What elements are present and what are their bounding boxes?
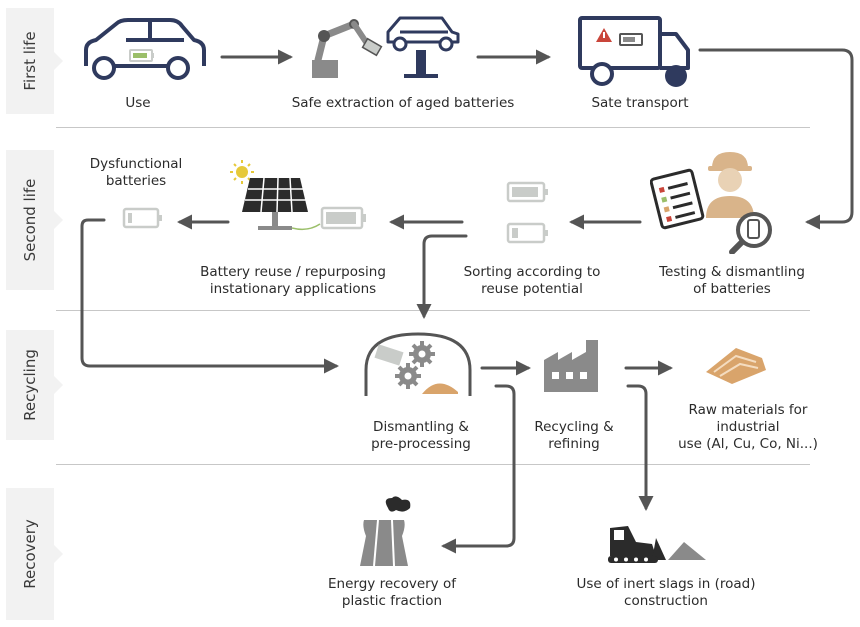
battery-pair-icon [506,181,548,244]
label-energy-recovery: Energy recovery of plastic fraction [304,576,480,610]
factory-icon [544,340,598,392]
label-inert-slags-line2: construction [624,593,708,609]
arrow-sorting-to-dismantling [416,234,468,319]
checklist-worker-magnifier-icon [650,152,772,254]
stage-notch-recycling [54,376,63,394]
stage-notch-recovery [54,545,63,563]
label-raw-materials-line1: Raw materials for [688,402,808,418]
label-raw-materials-line2: industrial [716,419,780,435]
label-inert-slags: Use of inert slags in (road) constructio… [556,576,776,610]
label-dismantling-line1: Dismantling & [373,419,469,435]
label-testing: Testing & dismantling of batteries [638,264,826,298]
label-testing-line2: of batteries [693,281,771,297]
separator-second-recycling [56,310,810,311]
stage-tab-second-life: Second life [6,150,54,290]
label-sorting: Sorting according to reuse potential [446,264,618,298]
stage-tab-recovery: Recovery [6,488,54,620]
stage-tab-first-life: First life [6,8,54,114]
arrow-dysfunctional-to-dismantling [80,218,339,374]
label-use-text: Use [125,95,151,111]
arrow-transport-to-testing [698,48,854,230]
gears-dome-icon [364,332,472,396]
label-dysfunctional-line1: Dysfunctional [89,156,183,172]
label-safe-extraction-text: Safe extraction of aged batteries [291,95,515,111]
separator-first-second [56,127,810,128]
stage-notch-first-life [54,52,63,70]
truck-warning-icon [578,16,690,87]
bulldozer-icon [608,526,706,563]
arrow-recycling-to-slags [626,384,654,511]
label-energy-recovery-line1: Energy recovery of [328,576,456,592]
label-testing-line1: Testing & dismantling [659,264,805,280]
arrow-dismantling-to-energy [441,384,516,554]
material-pile-icon [706,348,766,384]
label-sorting-line1: Sorting according to [463,264,601,280]
label-inert-slags-line1: Use of inert slags in (road) [576,576,756,592]
label-recycling-refining: Recycling & refining [516,419,632,453]
label-recycling-refining-line2: refining [548,436,600,452]
label-raw-materials: Raw materials for industrial use (Al, Cu… [656,402,840,453]
label-recycling-refining-line1: Recycling & [534,419,614,435]
cooling-tower-icon [360,496,411,567]
stage-notch-second-life [54,211,63,229]
label-battery-reuse: Battery reuse / repurposing instationary… [182,264,404,298]
label-raw-materials-line3: use (Al, Cu, Co, Ni...) [678,436,818,452]
label-use: Use [98,95,178,112]
separator-recycling-recovery [56,464,810,465]
label-sorting-line2: reuse potential [481,281,583,297]
label-battery-reuse-line2: instationary applications [209,281,377,297]
car-icon [84,18,206,80]
stage-tab-recycling: Recycling [6,330,54,440]
label-battery-reuse-line1: Battery reuse / repurposing [200,264,386,280]
empty-battery-icon [122,207,162,229]
label-energy-recovery-line2: plastic fraction [341,593,443,609]
label-dysfunctional: Dysfunctional batteries [74,156,198,190]
robot-arm-lift-icon [312,16,460,78]
label-safe-extraction: Safe extraction of aged batteries [278,95,528,112]
label-dismantling-line2: pre-processing [371,436,471,452]
label-dysfunctional-line2: batteries [105,173,167,189]
label-safe-transport: Sate transport [570,95,710,112]
label-safe-transport-text: Sate transport [591,95,689,111]
solar-panel-battery-icon [230,160,366,231]
label-dismantling: Dismantling & pre-processing [348,419,494,453]
